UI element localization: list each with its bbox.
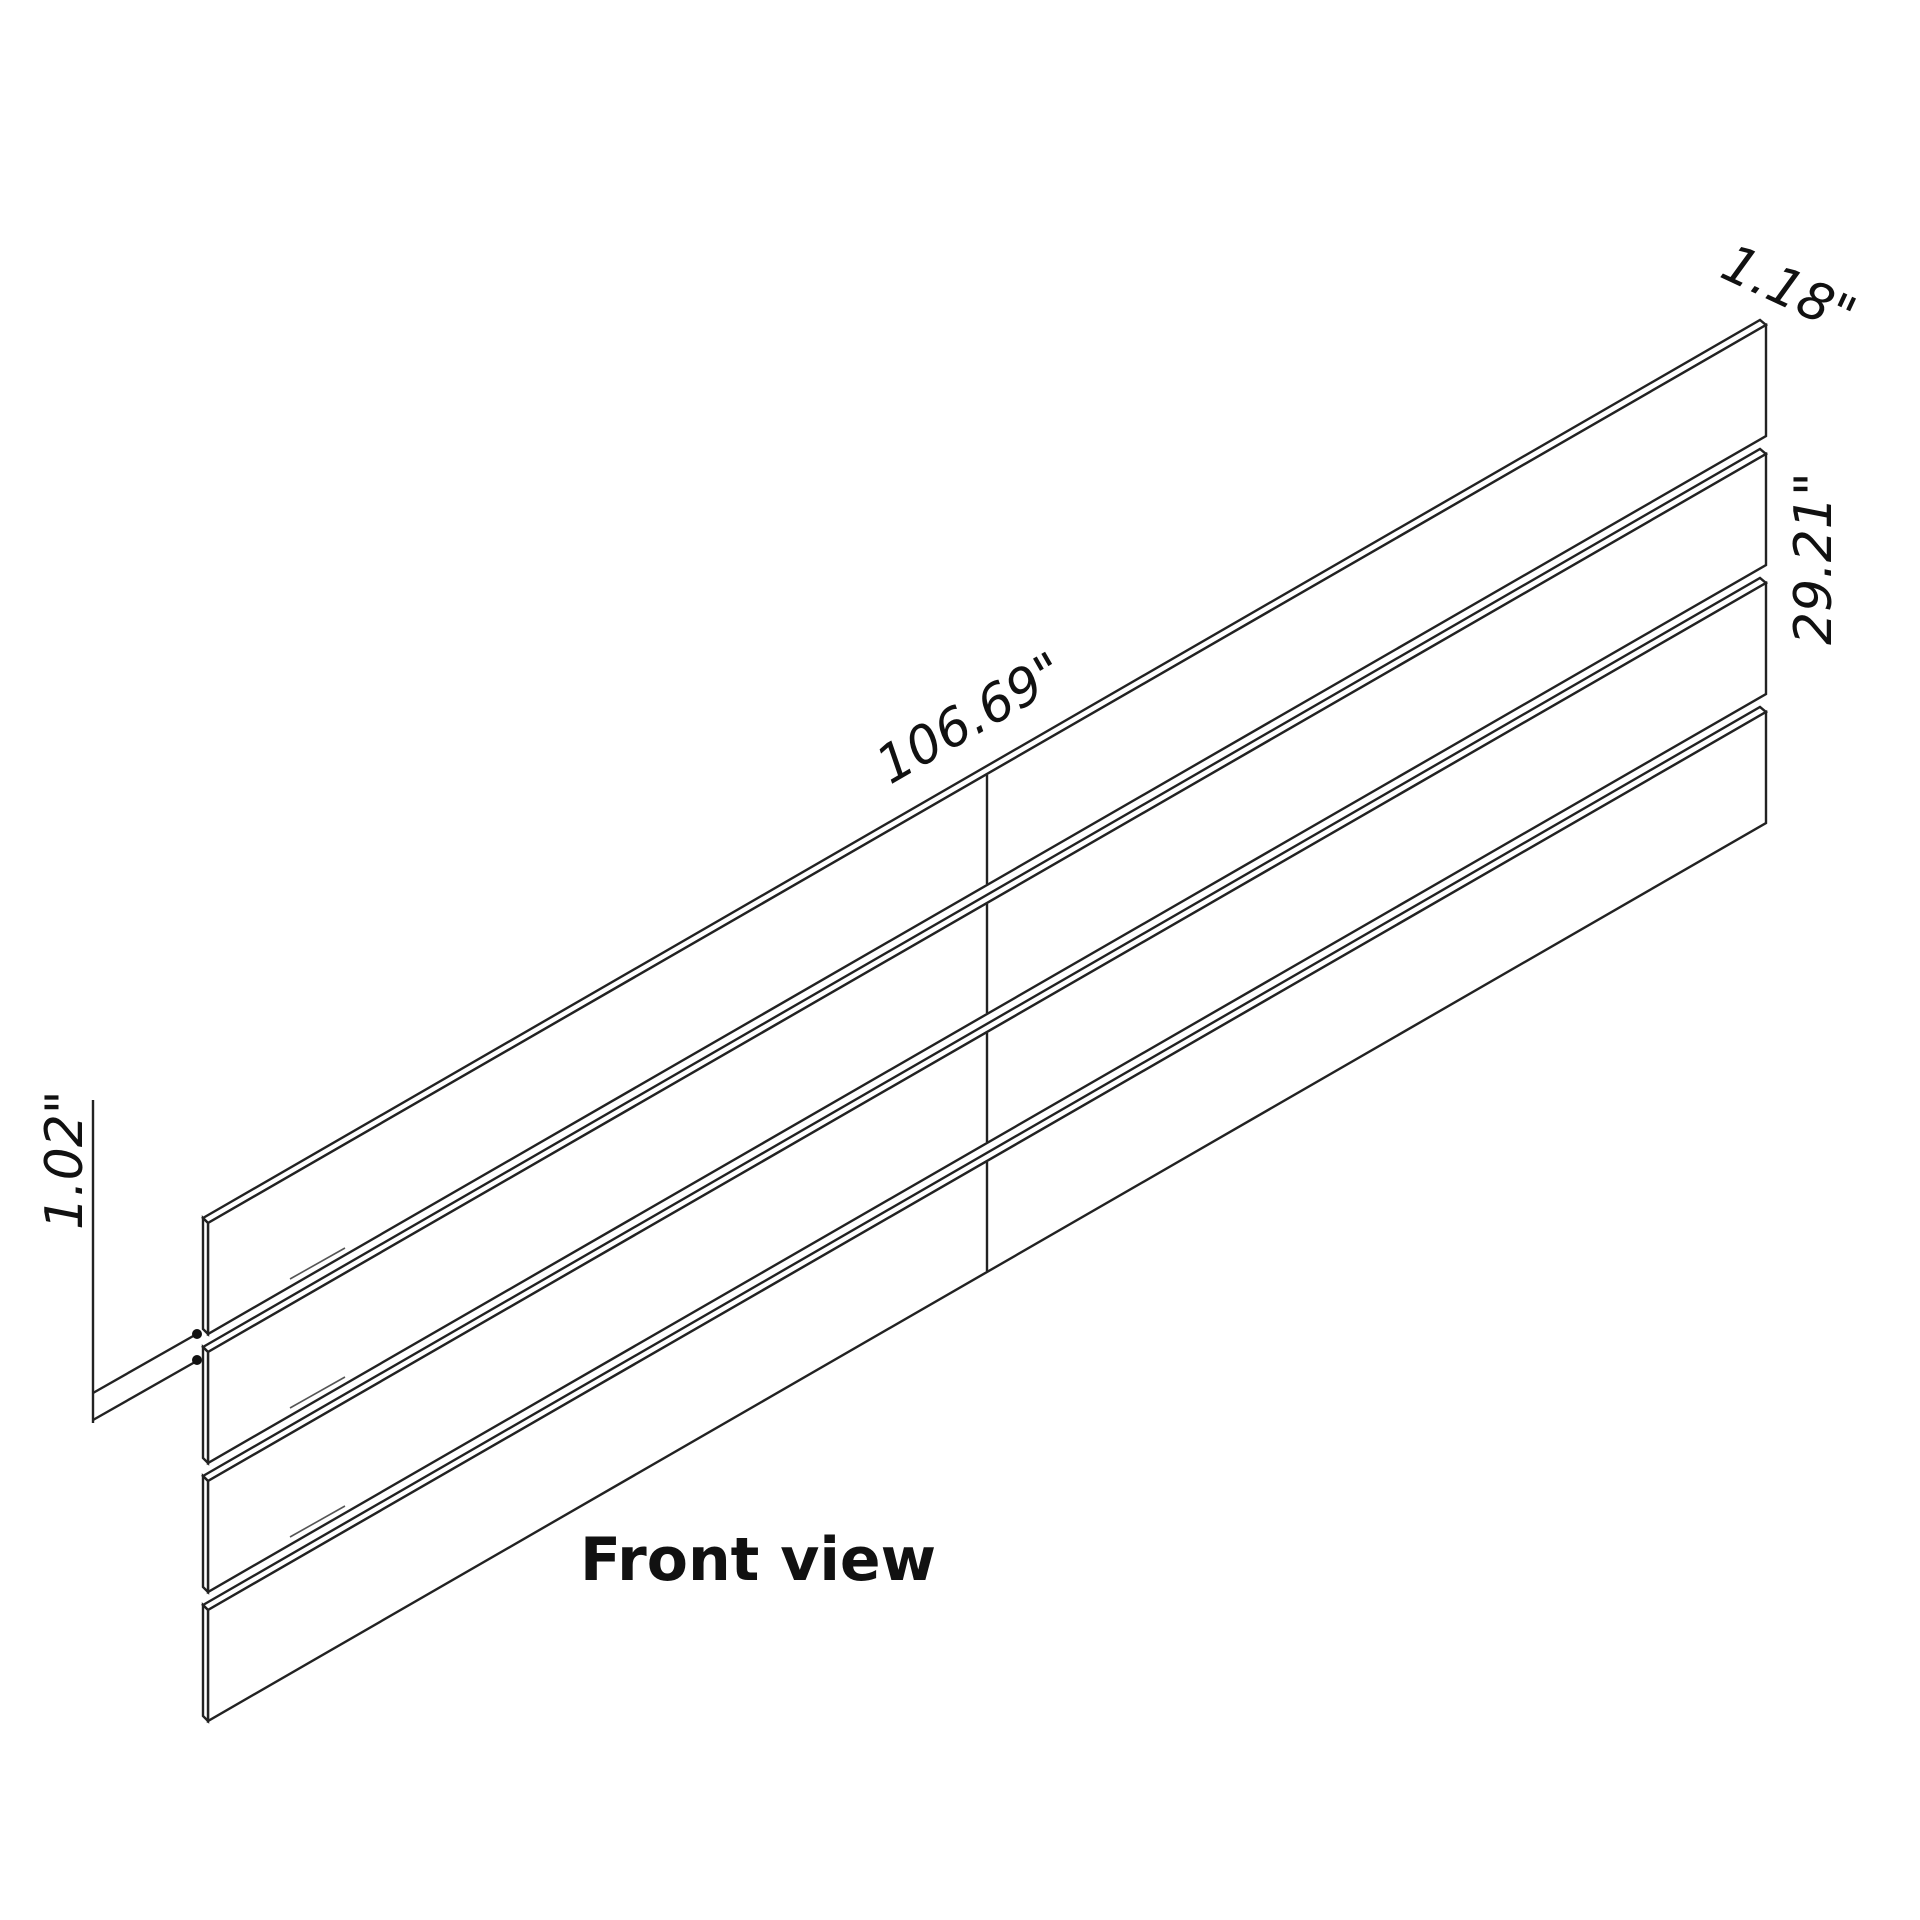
panel-1-end-face [201, 1215, 210, 1337]
panel-3-end-face [201, 1473, 210, 1595]
panel-4-end-face [201, 1602, 210, 1724]
panel-2 [201, 447, 1769, 1466]
panel-2-end-face [201, 1344, 210, 1466]
gap-dimension-label: 1.02" [35, 1090, 95, 1230]
panel-2-slot [289, 1376, 346, 1409]
thickness-dimension-label: 1.18" [1713, 233, 1865, 346]
view-caption: Front view [580, 1525, 936, 1595]
gap-marker-lower [192, 1355, 202, 1365]
gap-leader-upper [92, 1333, 196, 1395]
gap-marker-upper [192, 1329, 202, 1339]
panel-1-slot [289, 1247, 346, 1280]
panel-1 [201, 318, 1769, 1337]
gap-leader-lower [92, 1360, 196, 1422]
panel-3-slot [289, 1505, 346, 1538]
gap-dimension: 1.02" [35, 1090, 202, 1423]
panel-3 [201, 576, 1769, 1595]
panel-4 [201, 705, 1769, 1724]
height-dimension-label: 29.21" [1784, 472, 1844, 645]
